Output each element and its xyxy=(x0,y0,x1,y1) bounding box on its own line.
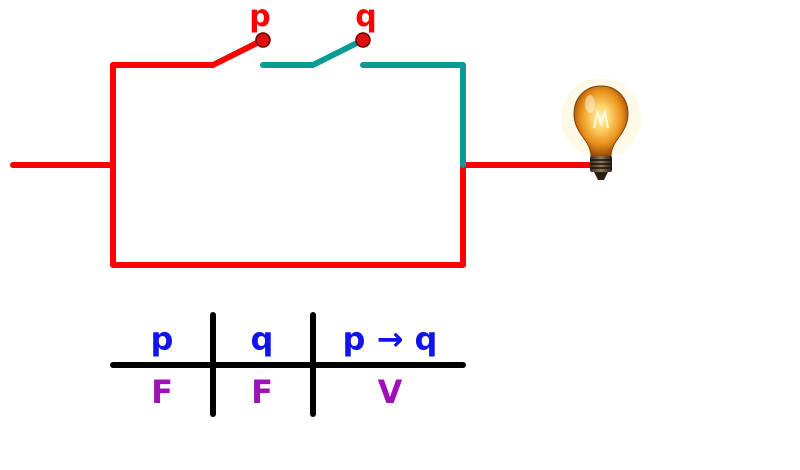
truth-table xyxy=(110,312,466,417)
switch-p-contact xyxy=(255,32,271,48)
right-teal-wire xyxy=(360,62,466,168)
switch-q-segment xyxy=(260,37,366,68)
switch-p-lever xyxy=(210,37,266,68)
switch-q-label: q xyxy=(355,0,376,34)
circuit-outer-loop xyxy=(110,62,466,268)
table-value-implication: V xyxy=(378,373,403,411)
table-header-q: q xyxy=(251,320,274,358)
teal-wires xyxy=(260,37,466,168)
light-bulb-icon xyxy=(561,78,641,180)
table-value-p: F xyxy=(151,373,173,411)
table-value-q: F xyxy=(251,373,273,411)
red-wires xyxy=(10,37,600,268)
table-header-p: p xyxy=(151,320,174,358)
table-header-implication: p → q xyxy=(343,320,438,358)
switch-p-label: p xyxy=(249,0,270,34)
switch-q-contact xyxy=(355,32,371,48)
